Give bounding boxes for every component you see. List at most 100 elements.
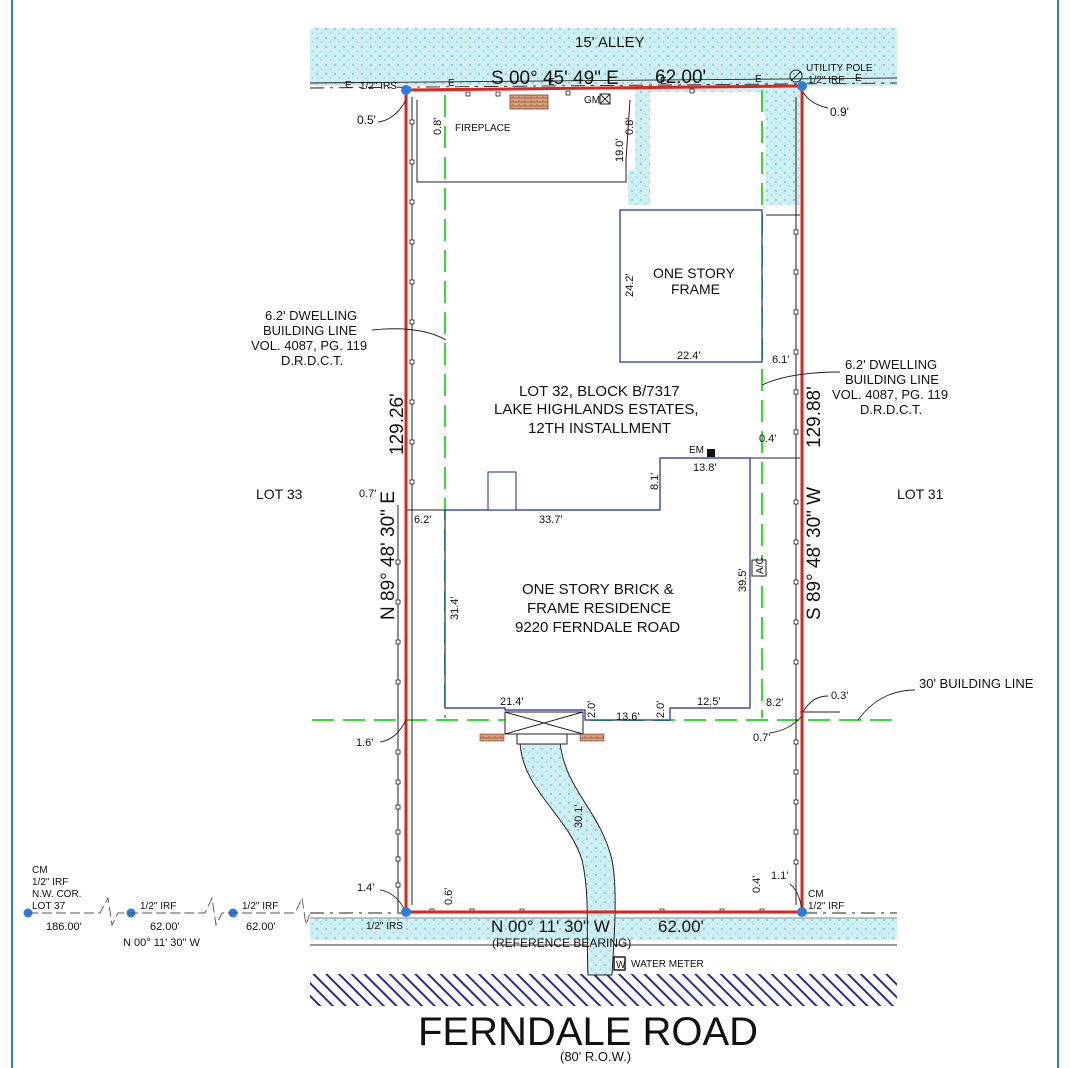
dim-8-1: 8.1' <box>649 473 661 490</box>
gas-meter-icon <box>599 93 611 105</box>
dim-24-2: 24.2' <box>624 273 636 297</box>
svg-text:E: E <box>548 77 555 88</box>
fence-lines <box>397 97 840 912</box>
lot-description-2: LAKE HIGHLANDS ESTATES, <box>494 401 699 418</box>
dim-1-6: 1.6' <box>356 737 373 749</box>
road-hatch <box>310 974 897 1006</box>
south-distance: 62.00' <box>658 917 704 936</box>
residence-outline <box>444 457 751 721</box>
electric-meter-icon <box>707 449 715 457</box>
dim-8-2: 8.2' <box>766 697 783 709</box>
dim-31-4: 31.4' <box>449 596 461 620</box>
dim-2-0-a: 2.0' <box>586 701 598 718</box>
residence-label-1: ONE STORY BRICK & <box>522 581 674 598</box>
dim-33-7: 33.7' <box>539 514 563 526</box>
cm-nw-1: CM <box>32 865 48 876</box>
bl-right-3: VOL. 4087, PG. 119 <box>832 387 948 402</box>
bl-left-2: BUILDING LINE <box>263 323 357 338</box>
north-distance: 62.00' <box>655 67 706 88</box>
dim-1-1: 1.1' <box>771 870 788 882</box>
lot-description-1: LOT 32, BLOCK B/7317 <box>519 383 680 400</box>
irf-a-label: 1/2" IRF <box>140 901 176 912</box>
offset-nw-top: 0.5' <box>357 113 376 127</box>
bl-left-4: D.R.D.C.T. <box>281 353 343 368</box>
water-meter-label: WATER METER <box>631 959 704 970</box>
reference-bearing: (REFERENCE BEARING) <box>492 936 631 950</box>
bl-left-3: VOL. 4087, PG. 119 <box>251 338 367 353</box>
east-bearing: S 89° 48' 30" W <box>804 487 825 620</box>
svg-text:E: E <box>755 74 762 85</box>
dist-62-a: 62.00' <box>150 921 180 933</box>
bl-left-1: 6.2' DWELLING <box>265 308 357 323</box>
dim-21-4: 21.4' <box>500 696 524 708</box>
east-distance: 129.88' <box>804 386 825 448</box>
dim-0-7-west: 0.7' <box>359 488 376 500</box>
water-meter-icon <box>613 956 626 971</box>
dim-6-1: 6.1' <box>772 354 789 366</box>
dim-0-7-east: 0.7' <box>753 732 770 744</box>
tie-line <box>28 896 311 927</box>
residence-label-3: 9220 FERNDALE ROAD <box>515 619 680 636</box>
alley-label: 15' ALLEY <box>575 34 645 51</box>
bl-right-2: BUILDING LINE <box>845 372 939 387</box>
road-name: FERNDALE ROAD <box>418 1010 758 1054</box>
ac-unit-icon <box>751 559 767 577</box>
bl-right-1: 6.2' DWELLING <box>845 357 937 372</box>
front-walk <box>519 741 616 976</box>
dim-1-4: 1.4' <box>357 882 374 894</box>
irs-nw-label: 1/2" IRS <box>360 81 397 92</box>
gas-meter-label: GM <box>584 95 600 106</box>
bl-right-4: D.R.D.C.T. <box>860 402 922 417</box>
svg-text:E: E <box>660 76 667 87</box>
planter-left <box>479 733 505 742</box>
dim-6-2: 6.2' <box>414 514 431 526</box>
garage-label-2: FRAME <box>671 281 720 297</box>
chimney-outline <box>487 471 517 511</box>
dist-62-b: 62.00' <box>246 921 276 933</box>
fireplace-label: FIREPLACE <box>455 123 511 134</box>
planter-right <box>579 733 605 742</box>
irs-sw-label: 1/2" IRS <box>366 921 403 932</box>
front-porch <box>504 711 584 745</box>
dim-0-8-right: 0.8' <box>624 118 636 135</box>
page-border <box>11 0 1059 1068</box>
svg-text:E: E <box>448 78 455 89</box>
west-distance: 129.26' <box>387 393 408 455</box>
garage-outline <box>619 209 763 363</box>
em-label: EM <box>689 445 704 456</box>
south-bearing: N 00° 11' 30" W <box>491 917 610 936</box>
offset-ne-top: 0.9' <box>830 105 849 119</box>
residence-label-2: FRAME RESIDENCE <box>527 600 671 617</box>
irf-se-label: 1/2" IRF <box>808 901 844 912</box>
dim-19-0: 19.0' <box>614 138 626 162</box>
building-line-30: 30' BUILDING LINE <box>919 676 1034 691</box>
lot-description-3: 12TH INSTALLMENT <box>528 420 671 437</box>
svg-text:E: E <box>345 80 352 91</box>
dim-0-6: 0.6' <box>443 888 455 905</box>
dim-2-0-b: 2.0' <box>655 701 667 718</box>
dim-0-3: 0.3' <box>831 690 848 702</box>
dim-13-6: 13.6' <box>616 711 640 723</box>
cm-se-label: CM <box>808 889 824 900</box>
south-bearing-small: N 00° 11' 30" W <box>123 937 200 949</box>
west-bearing: N 89° 48' 30" E <box>378 491 399 620</box>
fireplace-icon <box>509 94 549 110</box>
leader-lines <box>371 91 916 913</box>
water-meter-symbol: W <box>616 960 626 971</box>
dim-12-5: 12.5' <box>697 696 721 708</box>
cm-nw-3: N.W. COR. <box>32 889 81 900</box>
dim-0-8-left: 0.8' <box>432 118 444 135</box>
north-bearing: S 00° 45' 49" E <box>491 68 619 89</box>
svg-text:E: E <box>855 73 862 84</box>
dim-22-4: 22.4' <box>677 350 701 362</box>
utility-pole-icon <box>789 69 803 83</box>
dim-0-4: 0.4' <box>759 433 776 445</box>
dim-30-1: 30.1' <box>573 804 585 828</box>
dim-13-8: 13.8' <box>693 462 717 474</box>
dist-186: 186.00' <box>46 921 82 933</box>
ac-label: A/C <box>755 557 766 574</box>
garage-label-1: ONE STORY <box>653 265 736 281</box>
dim-0-4-south: 0.4' <box>751 876 763 893</box>
